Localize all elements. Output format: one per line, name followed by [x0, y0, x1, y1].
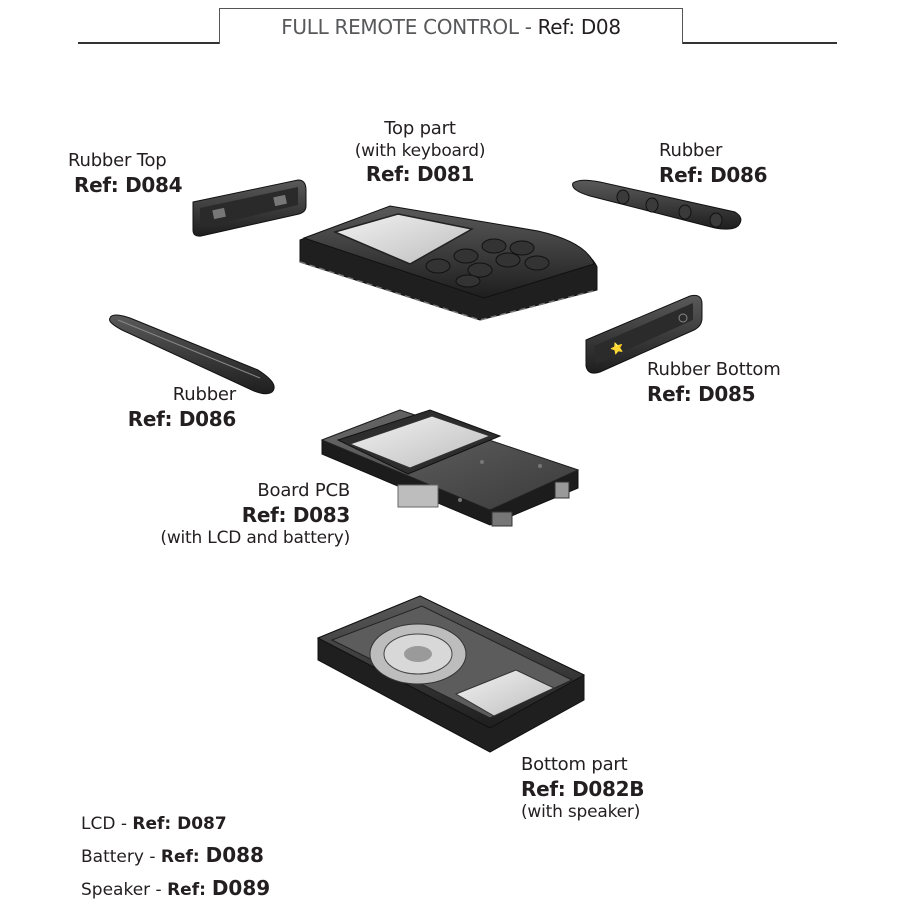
component-legend: LCD - Ref: D087 Battery - Ref: D088 Spea… — [81, 809, 270, 906]
legend-item-label: Battery - — [81, 847, 161, 867]
label-rubber-top: Rubber Top Ref: D084 — [68, 150, 183, 198]
legend-item-ref-prefix: Ref: — [160, 847, 206, 867]
header-rule-right — [680, 42, 837, 44]
rubber-strip-right — [572, 179, 742, 230]
label-board-pcb: Board PCB Ref: D083 (with LCD and batter… — [130, 480, 350, 549]
legend-item-ref-code: D088 — [205, 843, 264, 867]
legend-item-battery: Battery - Ref: D088 — [81, 840, 270, 873]
part-name: Rubber Top — [68, 150, 167, 171]
board-pcb — [320, 409, 580, 527]
top-part-with-keyboard — [299, 205, 598, 321]
legend-item-label: LCD - — [81, 814, 133, 834]
part-name: Board PCB — [257, 480, 350, 501]
part-ref: Ref: D082B — [521, 776, 645, 801]
part-note: (with LCD and battery) — [160, 527, 350, 548]
legend-item-lcd: LCD - Ref: D087 — [81, 809, 270, 840]
part-ref: Ref: D086 — [127, 406, 237, 431]
label-rubber-right: Rubber Ref: D086 — [659, 140, 768, 188]
rubber-top-part — [192, 179, 307, 237]
part-name: Rubber — [172, 384, 236, 405]
title-main: FULL REMOTE CONTROL — [281, 14, 519, 39]
legend-item-ref-prefix: Ref: — [167, 880, 212, 900]
svg-text:⭐: ⭐ — [608, 339, 626, 356]
label-top-part: Top part (with keyboard) Ref: D081 — [338, 118, 502, 187]
part-note: (with speaker) — [521, 801, 641, 822]
part-ref: Ref: D083 — [241, 502, 351, 527]
part-name: Rubber Bottom — [647, 359, 781, 380]
title-ref: Ref: D08 — [537, 14, 621, 39]
header-rule-left — [78, 42, 220, 44]
part-name: Rubber — [659, 140, 723, 161]
bottom-part-with-speaker — [316, 595, 586, 753]
label-rubber-bottom: Rubber Bottom Ref: D085 — [647, 359, 781, 407]
legend-item-ref: Ref: D087 — [132, 814, 227, 834]
label-bottom-part: Bottom part Ref: D082B (with speaker) — [521, 754, 645, 823]
part-name: Bottom part — [521, 754, 628, 775]
part-ref: Ref: D085 — [647, 381, 756, 406]
part-note: (with keyboard) — [354, 140, 486, 161]
part-ref: Ref: D081 — [365, 161, 475, 186]
legend-item-speaker: Speaker - Ref: D089 — [81, 873, 270, 906]
rubber-bottom-part: ⭐ — [585, 294, 703, 374]
legend-item-label: Speaker - — [81, 880, 168, 900]
part-ref: Ref: D086 — [659, 162, 768, 187]
label-rubber-left: Rubber Ref: D086 — [120, 384, 237, 432]
part-name: Top part — [384, 118, 456, 139]
title-separator: - — [524, 14, 532, 39]
legend-item-ref-code: D089 — [211, 876, 271, 900]
part-ref: Ref: D084 — [74, 172, 183, 197]
page-title: FULL REMOTE CONTROL - Ref: D08 — [219, 8, 683, 44]
rubber-strip-left — [109, 314, 275, 395]
